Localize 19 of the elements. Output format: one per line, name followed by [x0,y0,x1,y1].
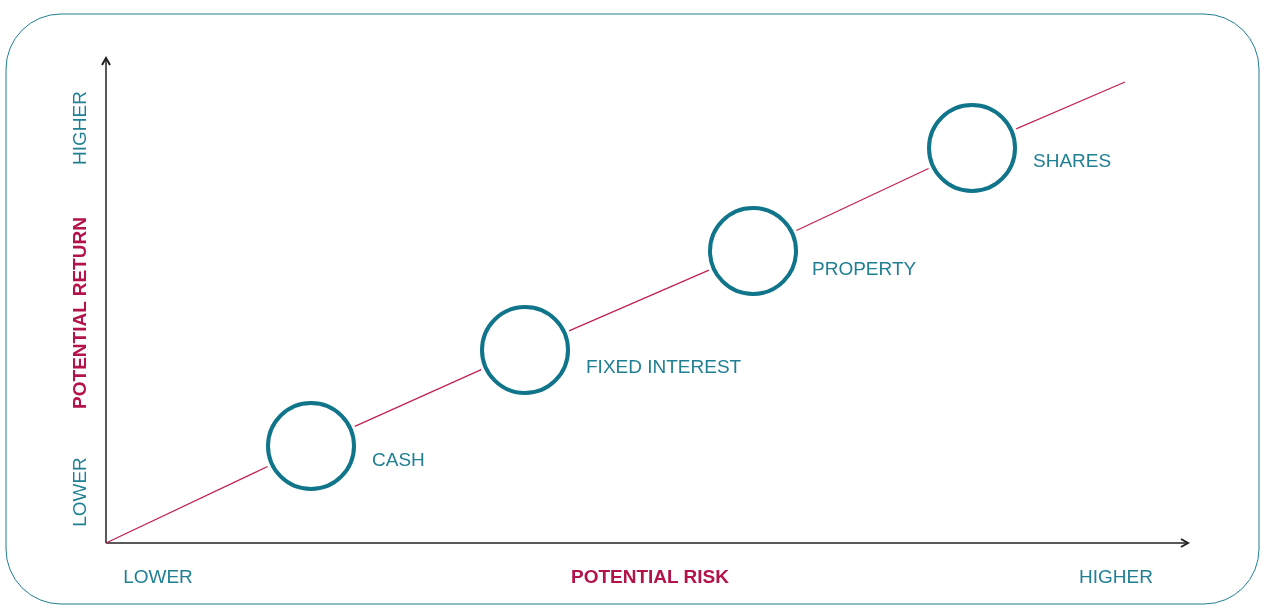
axis-label: LOWER [123,566,193,588]
circle-marker [927,103,1017,193]
circle-marker [266,401,356,491]
axis-title: POTENTIAL RISK [571,566,729,588]
trend-line [1015,81,1126,130]
axis-title: POTENTIAL RETURN [69,217,91,409]
asset-label: PROPERTY [812,258,917,280]
axis-label: HIGHER [69,91,91,165]
trend-line [105,465,269,544]
trend-line [795,167,930,232]
asset-label: CASH [372,449,425,471]
axis-label: LOWER [69,457,91,527]
trend-line [568,269,710,332]
asset-label: SHARES [1033,150,1112,172]
asset-label: FIXED INTEREST [586,356,742,378]
circle-marker [708,206,798,296]
axis-label: HIGHER [1079,566,1153,588]
trend-line [354,369,482,427]
circle-marker [480,305,570,395]
